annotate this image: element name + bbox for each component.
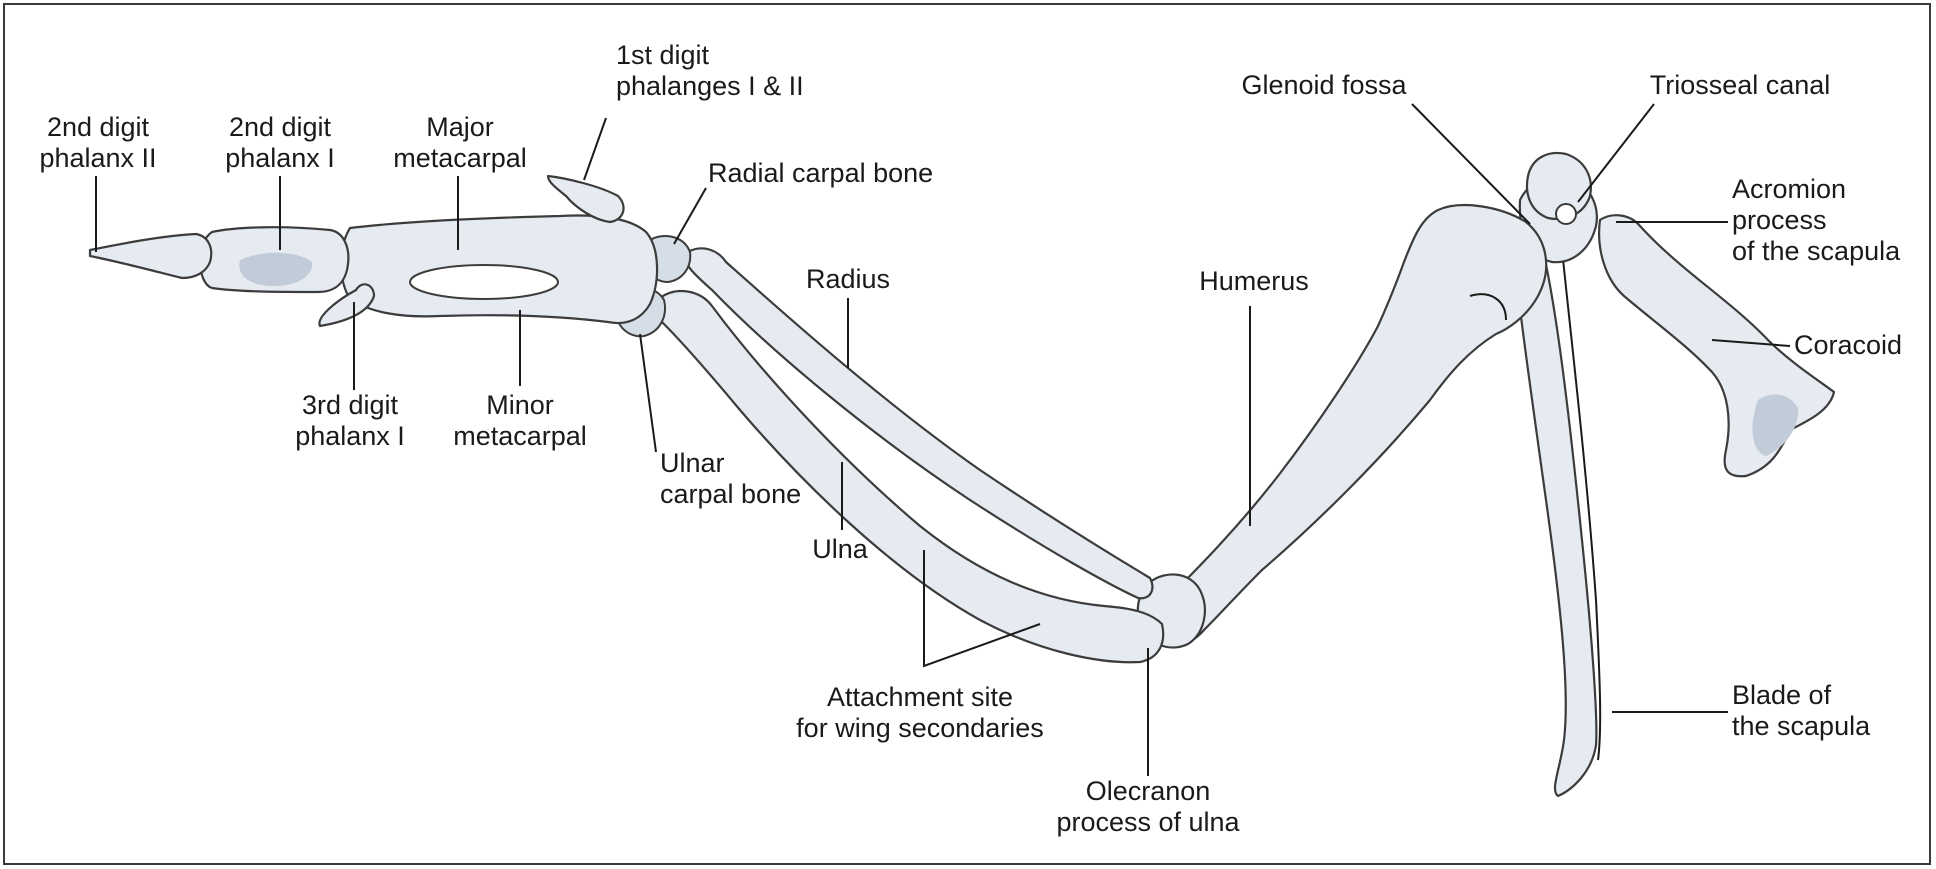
label-olecranon-process: Olecranon process of ulna bbox=[1056, 776, 1239, 838]
label-blade-of-scapula: Blade of the scapula bbox=[1732, 680, 1870, 742]
label-acromion-process: Acromion process of the scapula bbox=[1732, 174, 1900, 267]
label-line: Glenoid fossa bbox=[1241, 70, 1406, 101]
label-line: phalanx II bbox=[39, 143, 156, 174]
label-humerus: Humerus bbox=[1199, 266, 1309, 297]
label-line: 3rd digit bbox=[295, 390, 405, 421]
label-line: 1st digit bbox=[616, 40, 804, 71]
label-ulnar-carpal-bone: Ulnar carpal bone bbox=[660, 448, 801, 510]
label-line: Ulnar bbox=[660, 448, 801, 479]
label-coracoid: Coracoid bbox=[1794, 330, 1902, 361]
label-line: of the scapula bbox=[1732, 236, 1900, 267]
label-1st-digit-phalanges: 1st digit phalanges I & II bbox=[616, 40, 804, 102]
label-2nd-digit-phalanx-i: 2nd digit phalanx I bbox=[225, 112, 335, 174]
label-line: Humerus bbox=[1199, 266, 1309, 297]
label-line: Blade of bbox=[1732, 680, 1870, 711]
label-line: Olecranon bbox=[1056, 776, 1239, 807]
leader-coracoid bbox=[1712, 340, 1790, 346]
leader-triosseal bbox=[1578, 104, 1654, 202]
leader-glenoid bbox=[1412, 104, 1530, 224]
label-line: phalanx I bbox=[225, 143, 335, 174]
label-line: the scapula bbox=[1732, 711, 1870, 742]
label-line: Triosseal canal bbox=[1650, 70, 1831, 101]
label-major-metacarpal: Major metacarpal bbox=[393, 112, 527, 174]
label-line: Minor bbox=[453, 390, 587, 421]
label-line: Attachment site bbox=[796, 682, 1044, 713]
label-radius: Radius bbox=[806, 264, 890, 295]
label-line: Coracoid bbox=[1794, 330, 1902, 361]
label-line: process bbox=[1732, 205, 1900, 236]
label-line: Major bbox=[393, 112, 527, 143]
label-line: 2nd digit bbox=[39, 112, 156, 143]
label-triosseal-canal: Triosseal canal bbox=[1650, 70, 1831, 101]
label-2nd-digit-phalanx-ii: 2nd digit phalanx II bbox=[39, 112, 156, 174]
label-attachment-site: Attachment site for wing secondaries bbox=[796, 682, 1044, 744]
label-radial-carpal-bone: Radial carpal bone bbox=[708, 158, 933, 189]
leader-attachment bbox=[924, 550, 1040, 666]
label-line: Ulna bbox=[812, 534, 868, 565]
label-line: 2nd digit bbox=[225, 112, 335, 143]
label-line: phalanges I & II bbox=[616, 71, 804, 102]
label-line: Acromion bbox=[1732, 174, 1900, 205]
label-line: phalanx I bbox=[295, 421, 405, 452]
label-glenoid-fossa: Glenoid fossa bbox=[1241, 70, 1406, 101]
label-line: carpal bone bbox=[660, 479, 801, 510]
label-minor-metacarpal: Minor metacarpal bbox=[453, 390, 587, 452]
label-line: Radius bbox=[806, 264, 890, 295]
label-line: process of ulna bbox=[1056, 807, 1239, 838]
label-3rd-digit-phalanx-i: 3rd digit phalanx I bbox=[295, 390, 405, 452]
label-line: Radial carpal bone bbox=[708, 158, 933, 189]
label-line: metacarpal bbox=[393, 143, 527, 174]
label-ulna: Ulna bbox=[812, 534, 868, 565]
leader-ulnar-carpal bbox=[640, 334, 656, 452]
label-line: metacarpal bbox=[453, 421, 587, 452]
label-line: for wing secondaries bbox=[796, 713, 1044, 744]
leader-1st-digit bbox=[584, 118, 606, 180]
leader-radial-carpal bbox=[674, 188, 706, 244]
